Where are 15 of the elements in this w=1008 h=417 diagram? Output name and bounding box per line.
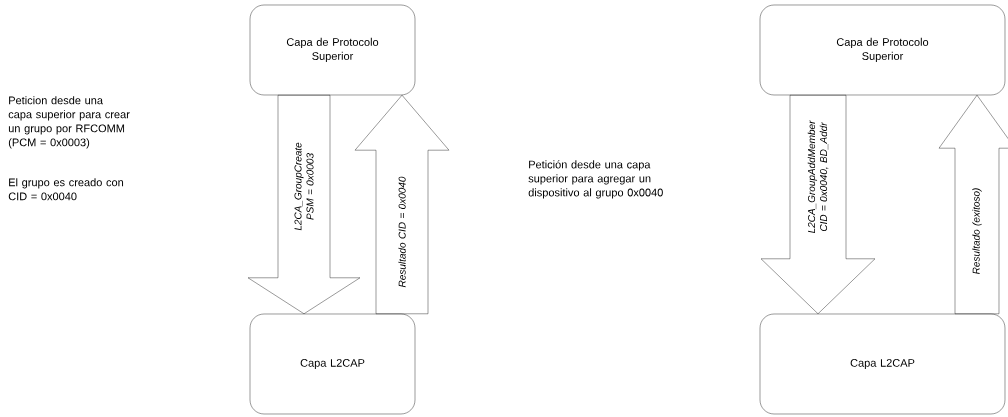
block-arrow <box>760 95 876 314</box>
note-text: Peticion desde una capa superior para crear un grupo por RFCOMM (PCM = 0x0003) <box>8 96 130 149</box>
layer-box: Capa L2CAP <box>759 313 1006 415</box>
note-text: Petición desde una capa superior para agregar un dispositivo al grupo 0x0040 <box>528 160 663 199</box>
edge-label: L2CA_GroupCreate PSM = 0x0003 <box>293 125 315 248</box>
note-text: El grupo es creado con CID = 0x0040 <box>8 178 124 201</box>
layer-box: Capa de Protocolo Superior <box>759 4 1006 96</box>
block-arrow <box>247 95 361 314</box>
block-arrow <box>354 95 450 314</box>
edge-label: Resultado (exitoso) <box>971 160 983 302</box>
edge-label: L2CA_GroupAddMember CID = 0x0040, BD_Addr <box>806 106 830 248</box>
block-arrow <box>938 95 1008 314</box>
layer-box: Capa de Protocolo Superior <box>249 4 416 96</box>
edge-label: Resultado CID = 0x0040 <box>397 171 407 293</box>
layer-box: Capa L2CAP <box>249 313 416 415</box>
